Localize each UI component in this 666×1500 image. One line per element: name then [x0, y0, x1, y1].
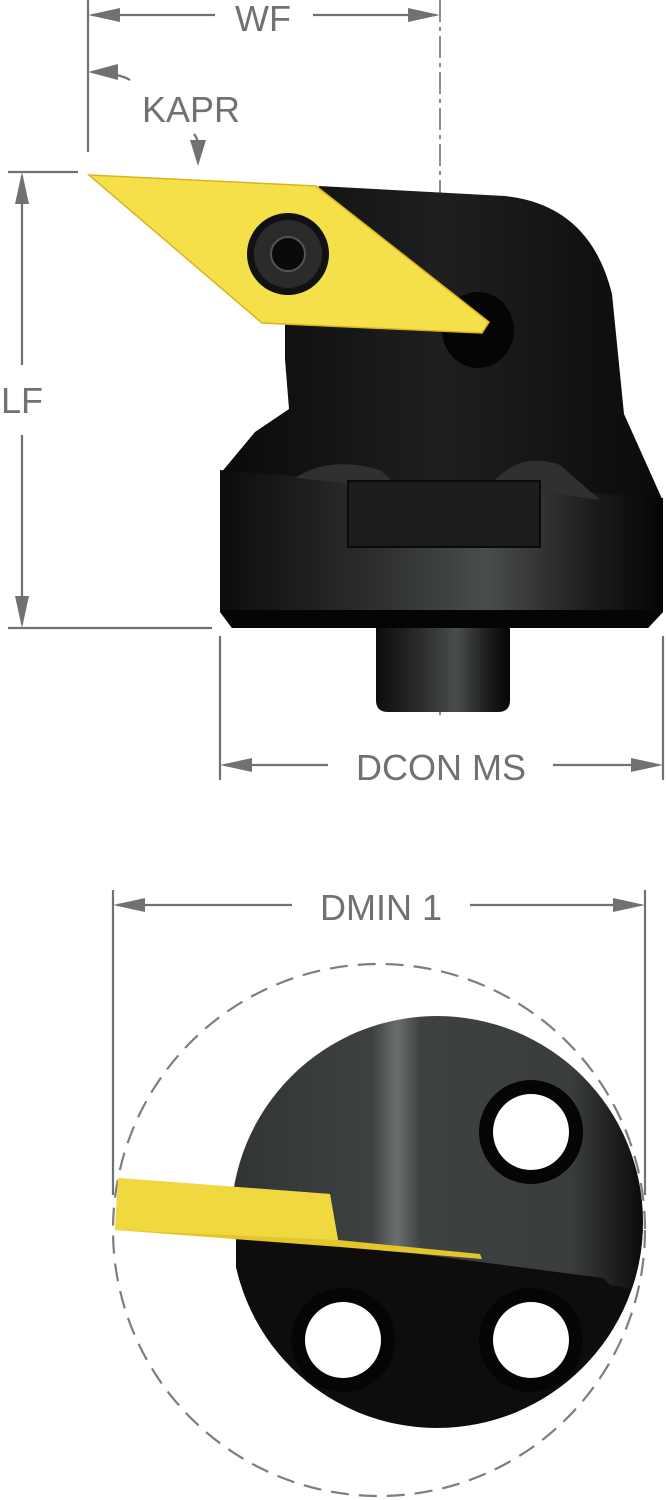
collar-bevel [220, 610, 663, 628]
kapr-label: KAPR [142, 89, 240, 130]
kapr-arrow-down [190, 140, 206, 166]
hole-icon [291, 1288, 395, 1392]
end-view: DMIN 1 [111, 887, 647, 1498]
wf-arrow-left [88, 8, 120, 22]
end-view-insert-face [115, 1178, 338, 1240]
wf-label: WF [235, 0, 291, 39]
dmin-circle [111, 962, 647, 1498]
dcon-arrow-right [631, 758, 663, 772]
collar-bumps [295, 460, 600, 500]
shank [376, 628, 510, 712]
dmin-arrow-left [113, 898, 145, 912]
dmin-arrow-right [613, 898, 645, 912]
dcon-arrow-left [220, 758, 252, 772]
side-view: WF KAPR LF DCON MS [1, 0, 665, 788]
hole-icon [479, 1080, 583, 1184]
collar [220, 470, 663, 628]
collar-notch [347, 480, 541, 548]
lf-arrow-down [15, 596, 29, 628]
wf-arrow-right [408, 8, 440, 22]
lf-arrow-up [15, 172, 29, 204]
hole-icon [479, 1288, 583, 1392]
lf-label: LF [1, 380, 43, 421]
insert-screw-icon [247, 213, 329, 295]
kapr-arrow-left [88, 64, 118, 80]
dmin-1-label: DMIN 1 [320, 887, 442, 928]
dcon-ms-label: DCON MS [356, 747, 526, 788]
